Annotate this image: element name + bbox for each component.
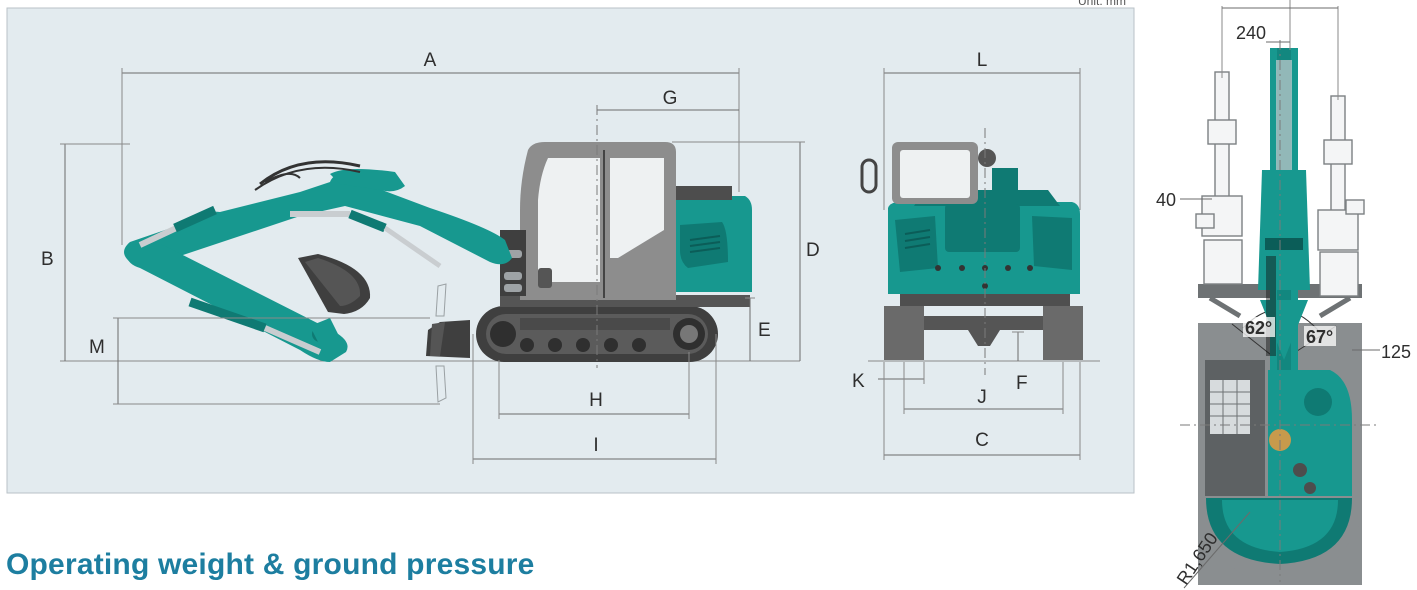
hydraulic-cylinders <box>138 205 442 355</box>
dim-offset-125: 125 <box>1381 342 1411 362</box>
dim-label-G: G <box>663 88 678 109</box>
rear-mirror <box>860 158 878 194</box>
dim-label-D: D <box>806 240 820 261</box>
arm <box>127 242 348 362</box>
dim-label-M: M <box>89 337 105 358</box>
cab-side-window <box>610 158 664 258</box>
dim-label-I: I <box>593 435 598 456</box>
dim-label-C: C <box>975 430 989 451</box>
unit-label: Unit: mm <box>1078 0 1126 8</box>
dim-offset-240: 240 <box>1236 23 1266 43</box>
dim-label-B: B <box>41 249 54 270</box>
dim-label-H: H <box>589 390 603 411</box>
swing-angle-left: 62° <box>1245 318 1272 338</box>
cab-front-window <box>538 158 600 282</box>
dim-label-J: J <box>977 387 987 408</box>
rear-left-track <box>884 306 924 360</box>
dim-label-A: A <box>424 50 437 71</box>
side-view-dimensions: A G B D E M H <box>41 50 820 464</box>
rear-view-dimensions: L K J F C <box>852 50 1100 460</box>
dim-label-L: L <box>977 50 988 71</box>
top-view-diagram: 240 40 125 62° 67° R1,650 <box>1156 0 1411 589</box>
track-rollers <box>490 318 705 352</box>
swing-angle-right: 67° <box>1306 327 1333 347</box>
top-boom-left-swing <box>1195 71 1243 285</box>
side-view-panel: Unit: mm <box>6 0 1135 494</box>
rear-right-track <box>1043 306 1083 360</box>
top-boom-right-swing <box>1317 95 1365 297</box>
dim-label-F: F <box>1016 373 1028 394</box>
dim-offset-40: 40 <box>1156 190 1176 210</box>
dim-label-K: K <box>852 371 865 392</box>
section-heading: Operating weight & ground pressure <box>6 548 535 581</box>
dim-label-E: E <box>758 320 771 341</box>
excavator-rear-illustration <box>860 142 1083 360</box>
